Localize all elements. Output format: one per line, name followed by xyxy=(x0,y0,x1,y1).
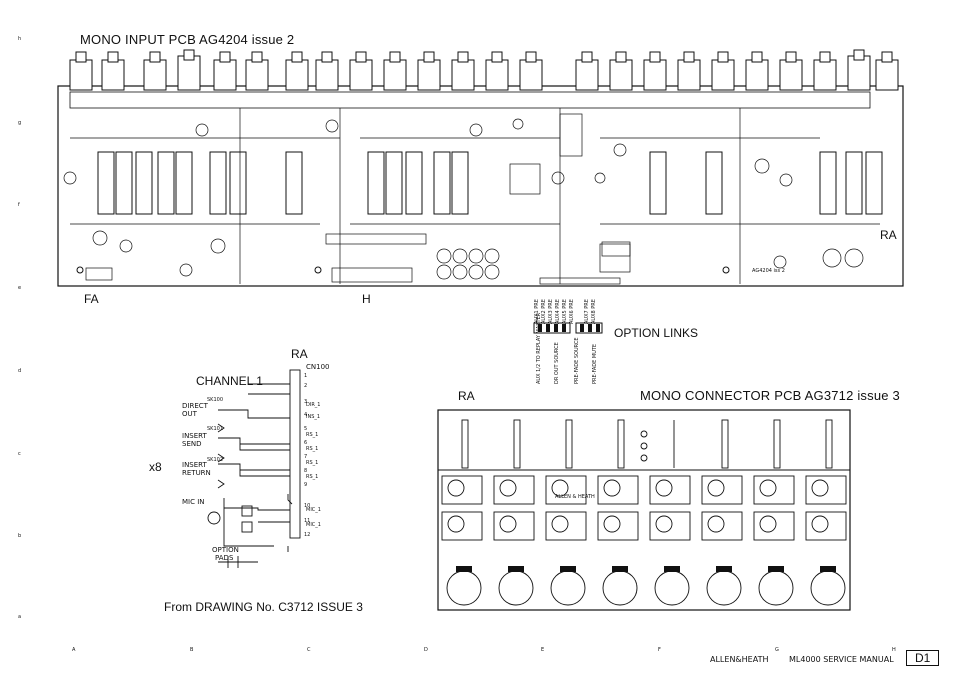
net-label: MIC_1 xyxy=(306,507,321,513)
grid-row-label: h xyxy=(18,36,22,42)
grid-col-label: D xyxy=(424,647,428,653)
grid-col-label: B xyxy=(190,647,194,653)
grid-row-label: c xyxy=(18,451,21,457)
net-label: MIC_1 xyxy=(306,522,321,528)
svg-text:9: 9 xyxy=(304,482,307,488)
net-label: INS_1 xyxy=(306,414,321,420)
grid-col-label: G xyxy=(775,647,779,653)
option-links-block: AUX1 PRE AUX2 PRE AUX3 PRE AUX4 PRE AUX5… xyxy=(532,288,604,384)
grid-row-label: e xyxy=(18,285,22,291)
svg-text:6: 6 xyxy=(304,440,307,446)
svg-text:4: 4 xyxy=(304,412,307,418)
option-link-top-label: AUX6 PRE xyxy=(569,299,575,324)
mono-input-pcb-drawing xyxy=(57,49,904,287)
connector-cn100: CN100 xyxy=(306,363,330,371)
svg-text:12: 12 xyxy=(304,532,310,538)
grid-col-label: H xyxy=(892,647,896,653)
grid-col-label: F xyxy=(658,647,661,653)
option-link-top-label: AUX4 PRE xyxy=(555,299,561,324)
label-ra-top: RA xyxy=(880,228,897,242)
svg-text:8: 8 xyxy=(304,468,307,474)
grid-col-label: A xyxy=(72,647,76,653)
net-label: RS_1 xyxy=(306,474,319,480)
grid-row-label: a xyxy=(18,614,22,620)
net-label: DIR_1 xyxy=(306,402,321,408)
grid-row-label: g xyxy=(18,120,22,126)
group-insert-send-line2: SEND xyxy=(182,440,202,448)
page-number: D1 xyxy=(906,650,940,666)
svg-text:5: 5 xyxy=(304,426,307,432)
mono-connector-pcb-drawing xyxy=(437,409,851,611)
grid-col-label: E xyxy=(541,647,545,653)
option-links-title: OPTION LINKS xyxy=(614,326,699,340)
mic-in-label: MIC IN xyxy=(182,498,205,506)
group-insert-return-line2: RETURN xyxy=(182,469,211,477)
footer-brand: ALLEN&HEATH xyxy=(710,655,769,664)
option-link-bottom-label: PRE-FADE MUTE xyxy=(592,343,598,384)
channel-title: CHANNEL 1 xyxy=(196,374,263,388)
option-link-bottom-label: AUX 1/2 TO REPLAY MASTER xyxy=(536,312,542,384)
label-ra-connector: RA xyxy=(458,389,475,403)
board-id-label: AG4204 iss 2 xyxy=(752,268,785,274)
label-ra-channel: RA xyxy=(291,347,308,361)
grid-col-label: C xyxy=(307,647,311,653)
label-h: H xyxy=(362,292,371,306)
svg-text:11: 11 xyxy=(304,518,310,524)
option-pads-line1: OPTION xyxy=(212,546,239,554)
group-direct-out-line1: DIRECT xyxy=(182,402,208,410)
grid-row-label: f xyxy=(18,202,20,208)
svg-text:7: 7 xyxy=(304,454,307,460)
option-link-top-label: AUX7 PRE xyxy=(584,299,590,324)
net-label: RS_1 xyxy=(306,460,319,466)
grid-row-label: d xyxy=(18,368,22,374)
svg-text:3: 3 xyxy=(304,399,307,405)
footer-manual: ML4000 SERVICE MANUAL xyxy=(789,655,894,664)
svg-text:2: 2 xyxy=(304,383,307,389)
option-link-jumpers xyxy=(533,322,603,334)
svg-text:10: 10 xyxy=(304,503,310,509)
net-label: RS_1 xyxy=(306,446,319,452)
group-insert-return-ref: SK102 xyxy=(207,457,223,463)
option-link-top-label: AUX3 PRE xyxy=(548,299,554,324)
option-link-bottom-label: PRE-FADE SOURCE xyxy=(574,337,580,384)
mono-connector-pcb-title: MONO CONNECTOR PCB AG3712 issue 3 xyxy=(640,388,900,403)
from-drawing-caption: From DRAWING No. C3712 ISSUE 3 xyxy=(164,600,363,614)
svg-text:1: 1 xyxy=(304,373,307,379)
option-pads-line2: PADS xyxy=(215,554,234,562)
group-direct-out-ref: SK100 xyxy=(207,397,223,403)
option-link-top-label: AUX5 PRE xyxy=(562,299,568,324)
grid-row-label: b xyxy=(18,533,22,539)
multiplier-x8: x8 xyxy=(149,460,162,474)
label-fa: FA xyxy=(84,292,99,306)
mono-input-pcb-title: MONO INPUT PCB AG4204 issue 2 xyxy=(80,32,295,47)
group-insert-send-ref: SK101 xyxy=(207,426,223,432)
group-insert-return-line1: INSERT xyxy=(182,461,207,469)
group-direct-out-line2: OUT xyxy=(182,410,197,418)
net-label: RS_1 xyxy=(306,432,319,438)
option-link-bottom-label: DR OUT SOURCE xyxy=(554,342,560,384)
group-insert-send-line1: INSERT xyxy=(182,432,207,440)
connector-board-text: ALLEN & HEATH xyxy=(555,494,595,500)
option-link-top-label: AUX8 PRE xyxy=(591,299,597,324)
